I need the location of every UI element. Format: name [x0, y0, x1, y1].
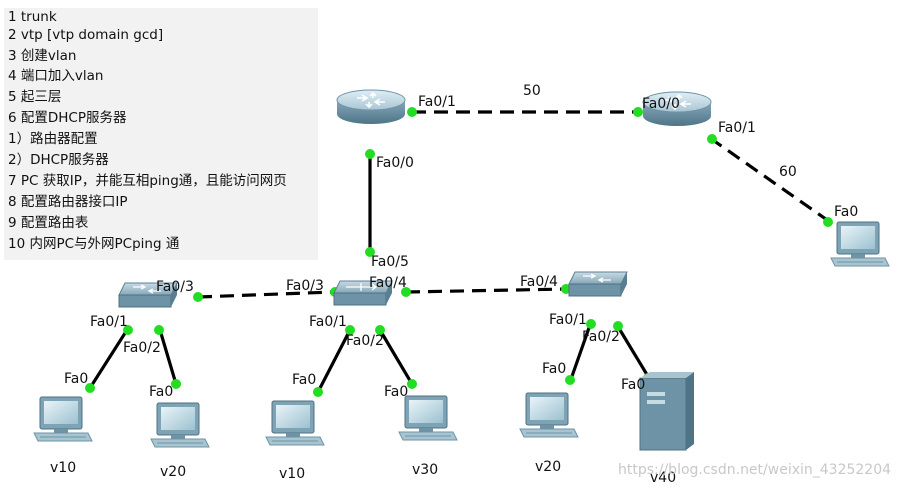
- note-line: 9 配置路由表: [8, 215, 89, 231]
- watermark-text: https://blog.csdn.net/weixin_43252204: [618, 462, 892, 478]
- vlan-label: v40: [650, 470, 676, 486]
- link-status-dot: [193, 292, 203, 302]
- router-icon[interactable]: [336, 89, 406, 125]
- vlan-label: v20: [160, 464, 186, 480]
- link-status-dot: [123, 325, 133, 335]
- port-label: Fa0/4: [520, 274, 558, 290]
- port-label: Fa0/1: [309, 314, 347, 330]
- note-line: 8 配置路由器接口IP: [8, 194, 128, 210]
- note-line: 1 trunk: [8, 9, 57, 25]
- server-icon[interactable]: [639, 372, 694, 451]
- port-label: Fa0/3: [156, 279, 194, 295]
- pc-icon[interactable]: [150, 402, 210, 448]
- link-status-dot: [365, 149, 375, 159]
- port-label: Fa0/5: [371, 254, 409, 270]
- link-status-dot: [171, 379, 181, 389]
- port-label: Fa0/1: [718, 120, 756, 136]
- pc-icon[interactable]: [33, 396, 93, 442]
- port-label: Fa0/4: [369, 275, 407, 291]
- pc-icon[interactable]: [830, 221, 890, 267]
- port-label: Fa0: [149, 384, 173, 400]
- link-core-pc3: [316, 329, 352, 393]
- link-status-dot: [565, 375, 575, 385]
- note-line: 2）DHCP服务器: [8, 152, 109, 168]
- port-label: Fa0/2: [346, 333, 384, 349]
- vlan-label: v10: [50, 460, 76, 476]
- link-status-dot: [345, 325, 355, 335]
- port-label: Fa0/0: [642, 96, 680, 112]
- link-status-dot: [154, 325, 164, 335]
- note-line: 4 端口加入vlan: [8, 68, 104, 84]
- link-status-dot: [633, 107, 643, 117]
- link-status-dot: [823, 217, 833, 227]
- link-status-dot: [313, 387, 323, 397]
- pc-icon[interactable]: [519, 392, 579, 438]
- link-status-dot: [85, 383, 95, 393]
- link-sw3-server: [615, 324, 651, 379]
- link-status-dot: [613, 321, 623, 331]
- port-label: Fa0: [64, 371, 88, 387]
- port-label: Fa0/0: [376, 155, 414, 171]
- link-status-dot: [401, 287, 411, 297]
- note-line: 2 vtp [vtp domain gcd]: [8, 27, 164, 43]
- link-sw3-pc5: [568, 324, 592, 383]
- pc-icon[interactable]: [265, 400, 325, 446]
- link-core-pc4: [378, 329, 414, 385]
- link-status-dot: [586, 319, 596, 329]
- link-sw1-pc2: [158, 329, 178, 385]
- link-label: 50: [523, 83, 541, 99]
- port-label: Fa0/2: [123, 340, 161, 356]
- port-label: Fa0: [542, 361, 566, 377]
- note-line: 7 PC 获取IP，并能互相ping通，且能访问网页: [8, 173, 287, 189]
- port-label: Fa0/2: [582, 329, 620, 345]
- link-sw1-pc1: [88, 329, 129, 389]
- note-line: 3 创建vlan: [8, 48, 77, 64]
- vlan-label: v10: [279, 466, 305, 482]
- link-status-dot: [375, 325, 385, 335]
- switch-icon[interactable]: [568, 271, 628, 297]
- link-core-sw3: [405, 287, 569, 294]
- link-status-dot: [407, 379, 417, 389]
- port-label: Fa0: [384, 384, 408, 400]
- task-notes-panel: 1 trunk 2 vtp [vtp domain gcd] 3 创建vlan …: [4, 8, 318, 260]
- link-router2-pc: [709, 136, 831, 224]
- port-label: Fa0: [292, 372, 316, 388]
- port-label: Fa0/1: [90, 314, 128, 330]
- port-label: Fa0: [834, 204, 858, 220]
- port-label: Fa0/1: [549, 312, 587, 328]
- note-line: 5 起三层: [8, 89, 62, 105]
- note-line: 10 内网PC与外网PCping 通: [8, 236, 180, 252]
- note-line: 1）路由器配置: [8, 131, 98, 147]
- vlan-label: v30: [412, 462, 438, 478]
- port-label: Fa0/1: [418, 94, 456, 110]
- link-label: 60: [779, 164, 797, 180]
- link-status-dot: [707, 134, 717, 144]
- link-status-dot: [365, 247, 375, 257]
- link-status-dot: [407, 107, 417, 117]
- port-label: Fa0: [621, 377, 645, 393]
- port-label: Fa0/3: [286, 278, 324, 294]
- note-line: 6 配置DHCP服务器: [8, 110, 127, 126]
- vlan-label: v20: [535, 459, 561, 475]
- link-sw1-core: [197, 290, 335, 299]
- pc-icon[interactable]: [398, 395, 458, 441]
